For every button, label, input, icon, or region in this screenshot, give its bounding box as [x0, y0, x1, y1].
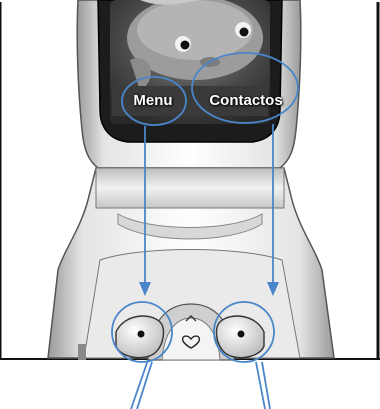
softkey-label-contacts[interactable]: Contactos: [196, 88, 296, 114]
dot-icon: [138, 331, 145, 338]
left-soft-key[interactable]: [116, 316, 163, 358]
right-soft-key[interactable]: [217, 316, 264, 358]
softkey-label-menu[interactable]: Menu: [120, 88, 186, 114]
dot-icon: [238, 331, 245, 338]
upper-flip: [77, 0, 301, 168]
